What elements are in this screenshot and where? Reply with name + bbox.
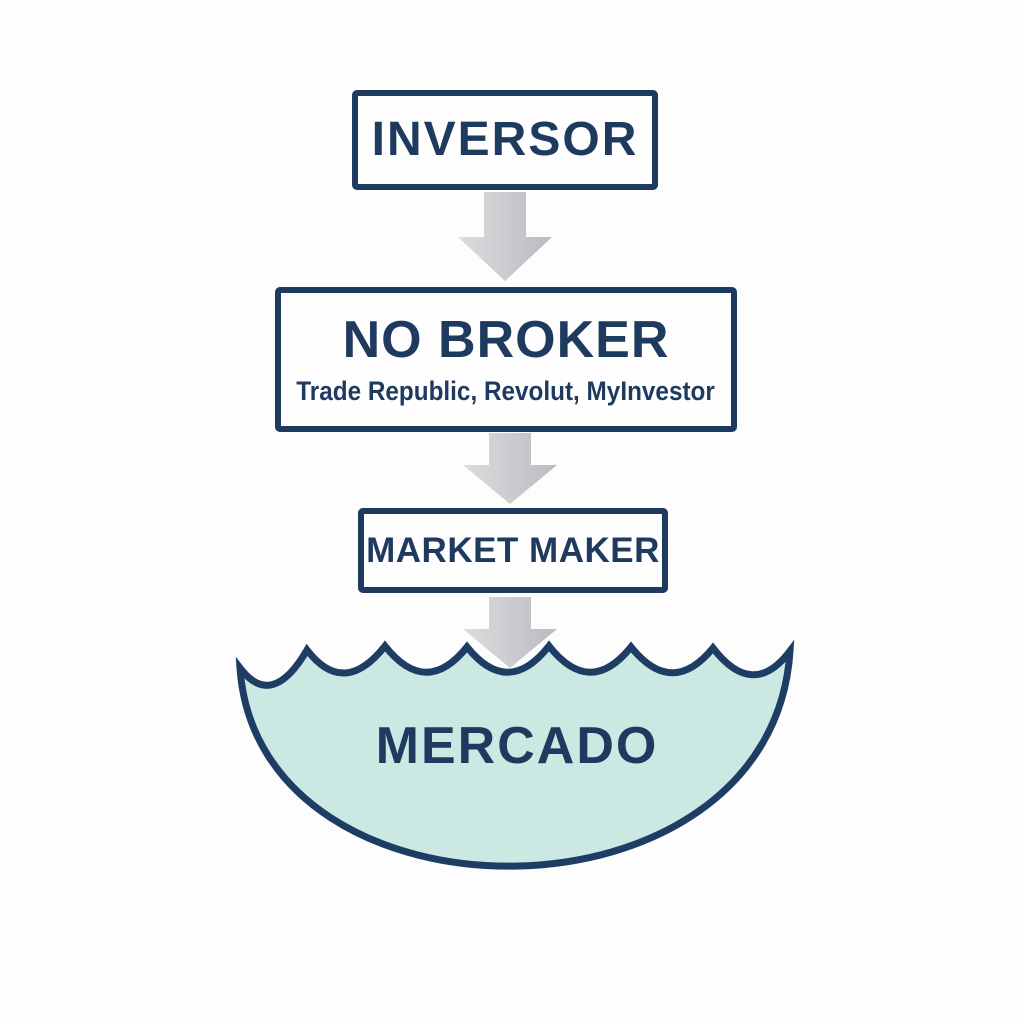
market-water-shape <box>235 639 795 870</box>
arrow-down-icon <box>458 192 552 281</box>
node-no-broker-sublabel: Trade Republic, Revolut, MyInvestor <box>296 376 716 407</box>
node-market-maker: MARKET MAKER <box>358 508 668 593</box>
node-inversor: INVERSOR <box>352 90 658 190</box>
arrow-down-icon <box>463 597 557 668</box>
node-no-broker: NO BROKER Trade Republic, Revolut, MyInv… <box>275 287 737 432</box>
node-inversor-label: INVERSOR <box>371 113 639 167</box>
node-market-maker-label: MARKET MAKER <box>366 530 660 570</box>
node-no-broker-label: NO BROKER <box>342 310 670 369</box>
arrow-down-icon <box>463 433 557 504</box>
node-mercado-label: MERCADO <box>375 717 659 775</box>
